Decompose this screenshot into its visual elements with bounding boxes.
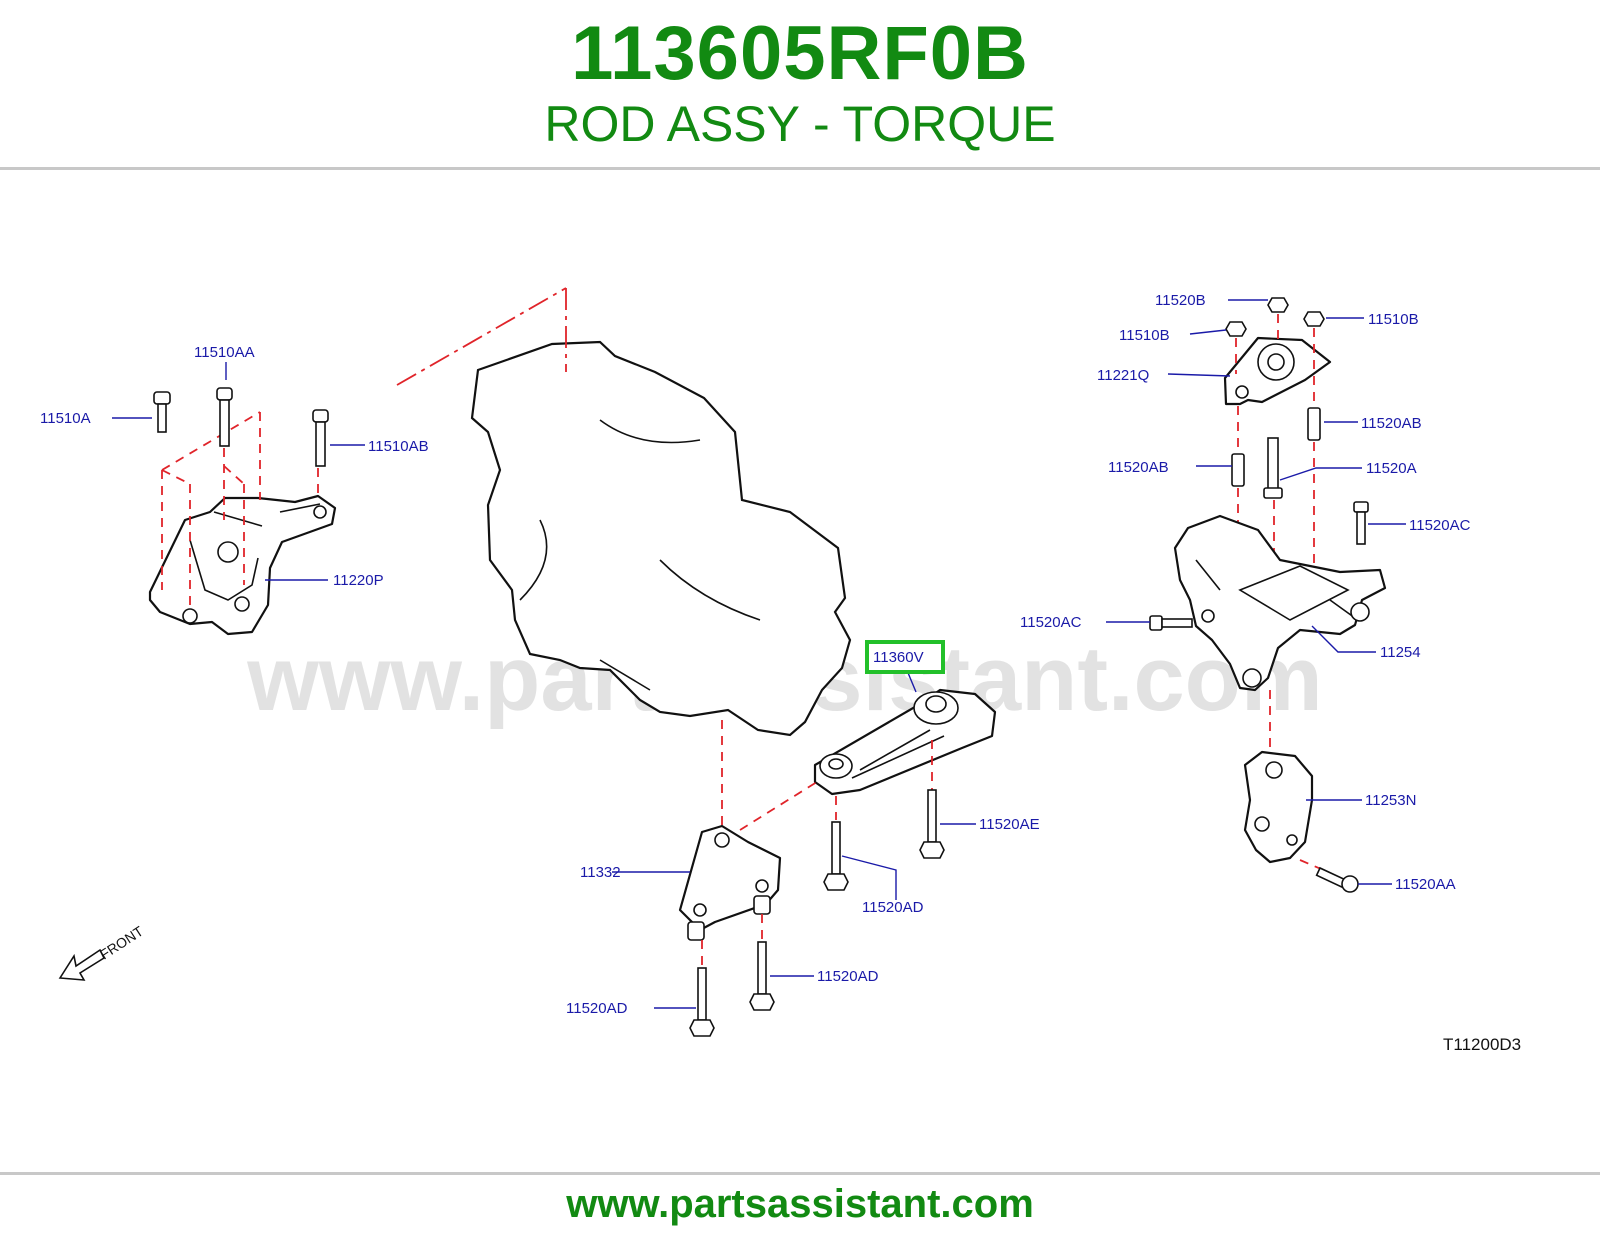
callout-11510B-right: 11510B xyxy=(1368,311,1419,328)
callout-11221Q: 11221Q xyxy=(1097,367,1149,384)
mount-bracket-11253N xyxy=(1243,750,1314,864)
part-name-subtitle: ROD ASSY - TORQUE xyxy=(544,96,1056,152)
engine-mount-left-11220P xyxy=(148,494,337,636)
page-header: 113605RF0B ROD ASSY - TORQUE xyxy=(0,0,1600,168)
mount-right-upper-11221Q xyxy=(1223,336,1332,406)
callout-11520AA: 11520AA xyxy=(1395,876,1456,893)
callout-labels: 11510AA 11510A 11510AB 11220P 11520B 115… xyxy=(40,292,1471,1017)
11253N-bolt-dash xyxy=(1299,859,1329,873)
header-divider xyxy=(0,167,1600,170)
callout-11520B: 11520B xyxy=(1155,292,1206,309)
mount-left-dashes xyxy=(161,411,319,605)
footer-url[interactable]: www.partsassistant.com xyxy=(566,1182,1034,1226)
front-label: FRONT xyxy=(97,923,147,963)
callout-11520AB-right: 11520AB xyxy=(1361,415,1422,432)
callout-11510AB: 11510AB xyxy=(368,438,429,455)
bolt-11520AC-left xyxy=(1149,615,1193,631)
callout-11254: 11254 xyxy=(1380,644,1421,661)
callout-11510A: 11510A xyxy=(40,410,91,427)
callout-11520AC-left: 11520AC xyxy=(1020,614,1082,631)
callout-11520AB-left: 11520AB xyxy=(1108,459,1169,476)
callout-11510B-left: 11510B xyxy=(1119,327,1170,344)
front-direction-arrow: FRONT xyxy=(58,923,147,981)
callout-11520A: 11520A xyxy=(1366,460,1417,477)
right-upper-bolts xyxy=(1225,297,1369,545)
bracket-11332-bolts xyxy=(689,941,775,1037)
diagram-code: T11200D3 xyxy=(1443,1035,1521,1054)
callout-11510AA: 11510AA xyxy=(194,344,255,361)
leader-lines xyxy=(112,299,1406,1009)
bolt-11520AA xyxy=(1315,866,1359,893)
callout-11520AD-rod: 11520AD xyxy=(862,899,924,916)
parts-diagram: www.partsassistant.com xyxy=(0,170,1600,1170)
bracket-11254 xyxy=(1173,514,1387,692)
torque-rod-dashes xyxy=(721,720,933,831)
torque-rod-bolts xyxy=(823,789,945,891)
torque-rod-11360V xyxy=(813,688,997,796)
bracket-11332 xyxy=(678,824,782,941)
left-mount-bolts xyxy=(153,387,329,467)
callout-11520AD-bracket-right: 11520AD xyxy=(817,968,879,985)
callout-11220P: 11220P xyxy=(333,572,384,589)
callout-11360V-highlighted: 11360V xyxy=(873,649,924,666)
callout-11520AE: 11520AE xyxy=(979,816,1040,833)
engine-axis-lines xyxy=(396,287,567,386)
callout-11332: 11332 xyxy=(580,864,621,881)
engine-outline xyxy=(470,340,852,737)
highlight-box xyxy=(865,640,945,674)
part-number-title: 113605RF0B xyxy=(571,11,1029,96)
callout-11520AD-bracket-left: 11520AD xyxy=(566,1000,628,1017)
parts-diagram-svg: www.partsassistant.com xyxy=(40,287,1521,1054)
footer-divider xyxy=(0,1172,1600,1175)
bracket-11332-dashes xyxy=(701,914,763,968)
callout-11520AC-right: 11520AC xyxy=(1409,517,1471,534)
callout-11253N: 11253N xyxy=(1365,792,1416,809)
